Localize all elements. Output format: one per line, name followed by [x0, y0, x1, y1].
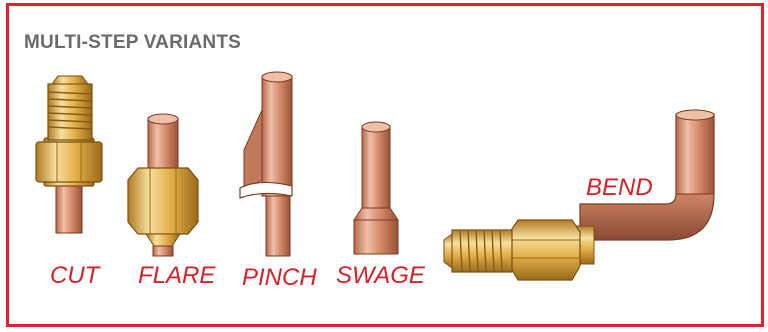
label-bend: BEND	[586, 174, 653, 201]
cut-fitting-icon	[35, 75, 103, 234]
swage-fitting-icon	[353, 121, 399, 255]
label-swage: SWAGE	[336, 262, 425, 289]
label-flare: FLARE	[138, 262, 216, 289]
flare-fitting-icon	[127, 113, 199, 257]
label-pinch: PINCH	[242, 264, 317, 291]
bend-fitting-icon	[443, 109, 715, 281]
diagram-title: MULTI-STEP VARIANTS	[24, 32, 242, 53]
label-cut: CUT	[50, 262, 100, 289]
pinch-fitting-icon	[239, 71, 293, 257]
